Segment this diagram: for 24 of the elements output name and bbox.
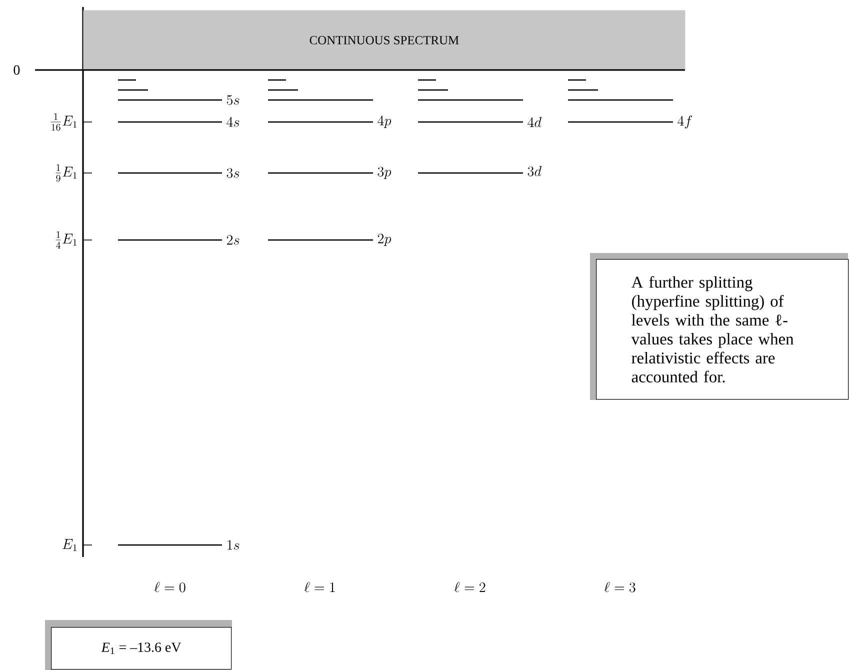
level-label: $1s$ [228,540,240,550]
level-label: $3s$ [226,168,240,178]
axis-label: $E_1$ [62,539,76,551]
level-label: $4d$ [528,117,542,128]
quantum-number-label: $\ell = 2$ [454,582,486,592]
axis-label: $\frac{1}{4}E_1$ [56,231,76,248]
quantum-number-label: $\ell = 1$ [304,582,335,592]
quantum-number-label: $\ell = 3$ [604,582,636,592]
level-label: $4s$ [226,116,240,127]
quantum-number-label: $\ell = 0$ [154,582,186,592]
result-box: E$_{1}$ = –13.6 eV [51,627,232,670]
axis-label: $\frac{1}{9}E_1$ [56,164,76,182]
level-label: $5s$ [226,95,240,105]
level-label: $3p$ [378,166,392,179]
spectrum-band [83,10,686,70]
axis-label: 0 [14,65,20,75]
level-label: $2s$ [226,235,240,245]
level-label: $2p$ [378,234,392,246]
note-box: A further splitting (hyperfine splitting) of levels with the same ℓ-values takes place when relativistic effects are accounted for. [596,259,849,400]
node-label: CONTINUOUS SPECTRUM [310,36,459,44]
level-label: $3d$ [528,166,542,176]
level-label: $4f$ [678,116,692,128]
axis-label: $\frac{1}{16}E_1$ [50,113,76,131]
level-label: $4p$ [378,116,392,128]
